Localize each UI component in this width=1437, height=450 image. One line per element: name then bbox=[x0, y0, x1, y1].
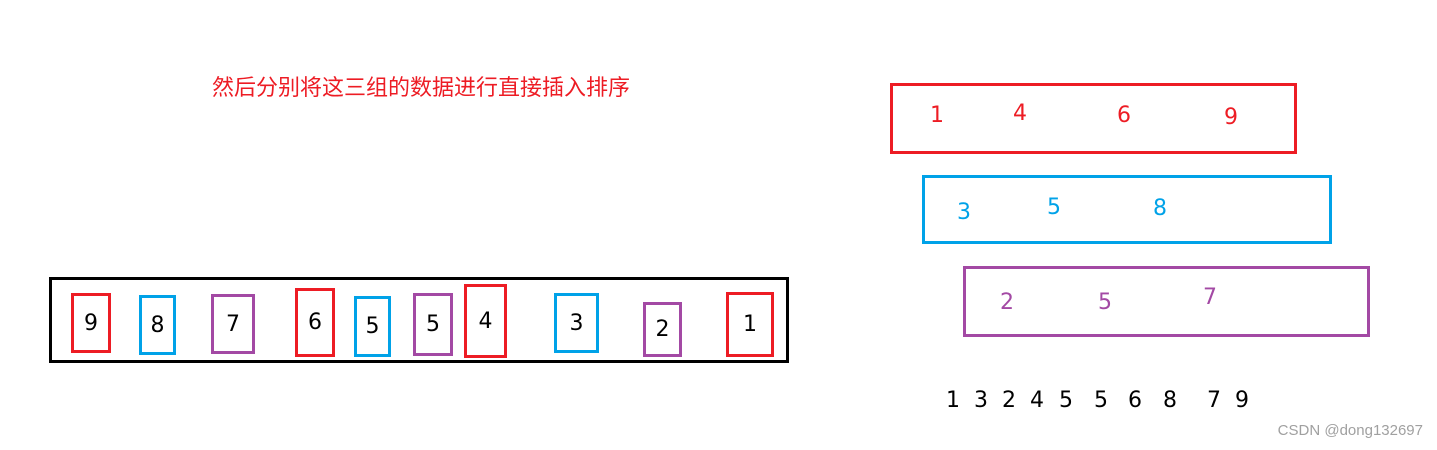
result-value: 5 bbox=[1059, 388, 1073, 413]
blue-group-value: 3 bbox=[957, 200, 971, 225]
blue-group-value: 5 bbox=[1047, 195, 1061, 220]
result-value: 7 bbox=[1207, 388, 1221, 413]
watermark: CSDN @dong132697 bbox=[1277, 422, 1423, 439]
red-group-value: 4 bbox=[1013, 101, 1027, 126]
array-cell: 4 bbox=[464, 284, 507, 358]
array-cell: 5 bbox=[354, 296, 391, 357]
diagram-title: 然后分别将这三组的数据进行直接插入排序 bbox=[212, 76, 631, 101]
array-cell: 2 bbox=[643, 302, 682, 357]
red-group-box bbox=[890, 83, 1297, 154]
red-group-value: 9 bbox=[1224, 105, 1238, 130]
result-value: 2 bbox=[1002, 388, 1016, 413]
result-value: 4 bbox=[1030, 388, 1044, 413]
result-value: 8 bbox=[1163, 388, 1177, 413]
blue-group-value: 8 bbox=[1153, 196, 1167, 221]
array-cell: 3 bbox=[554, 293, 599, 353]
purple-group-value: 2 bbox=[1000, 290, 1014, 315]
purple-group-box bbox=[963, 266, 1370, 337]
result-value: 5 bbox=[1094, 388, 1108, 413]
result-value: 1 bbox=[946, 388, 960, 413]
blue-group-box bbox=[922, 175, 1332, 244]
array-cell: 9 bbox=[71, 293, 111, 353]
array-cell: 6 bbox=[295, 288, 335, 357]
red-group-value: 6 bbox=[1117, 103, 1131, 128]
original-array-container bbox=[49, 277, 789, 363]
result-value: 3 bbox=[974, 388, 988, 413]
array-cell: 5 bbox=[413, 293, 453, 356]
purple-group-value: 5 bbox=[1098, 290, 1112, 315]
array-cell: 7 bbox=[211, 294, 255, 354]
result-value: 6 bbox=[1128, 388, 1142, 413]
result-value: 9 bbox=[1235, 388, 1249, 413]
red-group-value: 1 bbox=[930, 103, 944, 128]
purple-group-value: 7 bbox=[1203, 285, 1217, 310]
array-cell: 1 bbox=[726, 292, 774, 357]
array-cell: 8 bbox=[139, 295, 176, 355]
